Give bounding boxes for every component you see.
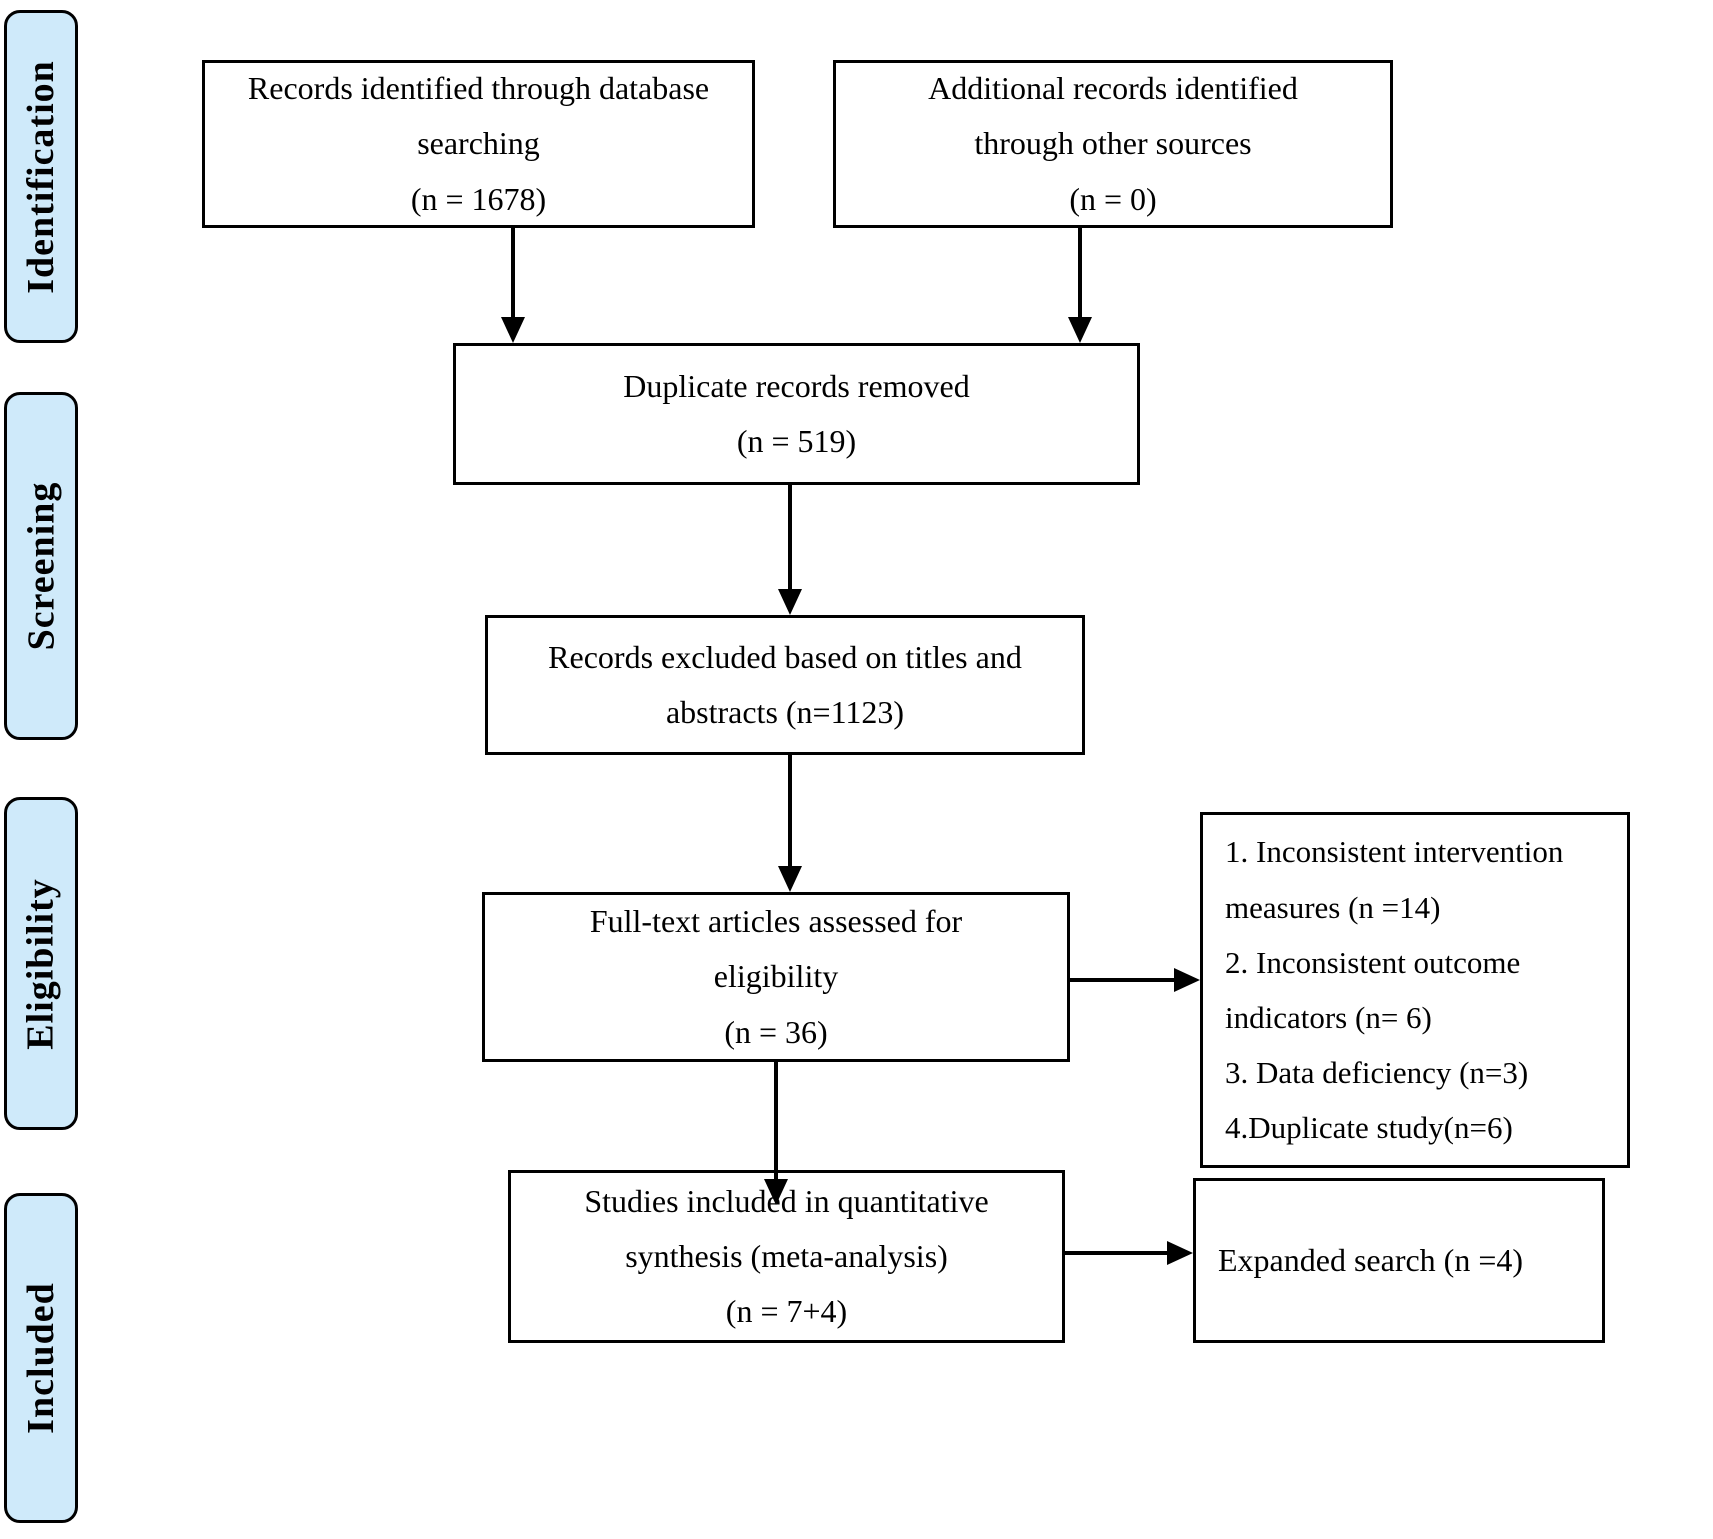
box-additional-records-line3: (n = 0): [1069, 180, 1157, 217]
arrow-down-icon: [778, 589, 802, 615]
stage-screening: Screening: [4, 392, 78, 740]
arrow-stem: [1070, 978, 1176, 982]
stage-included-label: Included: [20, 1282, 62, 1434]
stage-screening-label: Screening: [20, 481, 62, 651]
stage-eligibility-label: Eligibility: [20, 877, 63, 1050]
box-studies-included-line2: synthesis (meta-analysis): [625, 1237, 948, 1274]
box-records-identified-line3: (n = 1678): [410, 180, 547, 217]
box-expanded-search-line1: Expanded search (n =4): [1218, 1241, 1524, 1278]
box-additional-records: Additional records identified through ot…: [833, 60, 1393, 228]
box-exclusion-reasons-line4: indicators (n= 6): [1225, 1000, 1432, 1035]
box-records-identified-line2: searching: [417, 125, 540, 162]
box-fulltext-assessed: Full-text articles assessed for eligibil…: [482, 892, 1070, 1062]
box-duplicates-removed: Duplicate records removed (n = 519): [453, 343, 1140, 485]
box-fulltext-assessed-line2: eligibility: [713, 958, 839, 995]
box-studies-included-line3: (n = 7+4): [725, 1293, 848, 1330]
arrow-down-icon: [501, 317, 525, 343]
stage-eligibility: Eligibility: [4, 797, 78, 1130]
box-records-identified-line1: Records identified through database: [247, 70, 710, 107]
box-exclusion-reasons-line1: 1. Inconsistent intervention: [1225, 834, 1564, 870]
box-expanded-search: Expanded search (n =4): [1193, 1178, 1605, 1343]
arrow-stem: [511, 228, 515, 317]
box-exclusion-reasons-line6: 4.Duplicate study(n=6): [1225, 1110, 1513, 1146]
box-records-excluded: Records excluded based on titles and abs…: [485, 615, 1085, 755]
arrow-right-icon: [1167, 1241, 1193, 1265]
arrow-right-icon: [1174, 968, 1200, 992]
stage-identification-label: Identification: [20, 59, 62, 294]
arrow-stem: [1078, 228, 1082, 317]
box-records-excluded-line2: abstracts (n=1123): [665, 694, 905, 730]
stage-identification: Identification: [4, 10, 78, 343]
box-exclusion-reasons-line2: measures (n =14): [1225, 889, 1441, 925]
box-fulltext-assessed-line1: Full-text articles assessed for: [589, 903, 963, 940]
arrow-down-icon: [1068, 317, 1092, 343]
box-records-excluded-line1: Records excluded based on titles and: [548, 638, 1022, 675]
box-additional-records-line2: through other sources: [974, 125, 1252, 162]
box-exclusion-reasons-line3: 2. Inconsistent outcome: [1225, 944, 1521, 980]
arrow-stem: [774, 1062, 778, 1179]
box-exclusion-reasons-line5: 3. Data deficiency (n=3): [1225, 1055, 1529, 1091]
arrow-down-icon: [764, 1179, 788, 1205]
arrow-stem: [788, 485, 792, 589]
box-fulltext-assessed-line3: (n = 36): [724, 1013, 828, 1050]
box-additional-records-line1: Additional records identified: [928, 70, 1298, 107]
arrow-stem: [788, 755, 792, 866]
box-exclusion-reasons: 1. Inconsistent intervention measures (n…: [1200, 812, 1630, 1168]
box-records-identified: Records identified through database sear…: [202, 60, 755, 228]
stage-included: Included: [4, 1193, 78, 1523]
box-duplicates-removed-line1: Duplicate records removed: [623, 367, 970, 404]
arrow-stem: [1065, 1251, 1169, 1255]
box-duplicates-removed-line2: (n = 519): [736, 423, 857, 459]
arrow-down-icon: [778, 866, 802, 892]
